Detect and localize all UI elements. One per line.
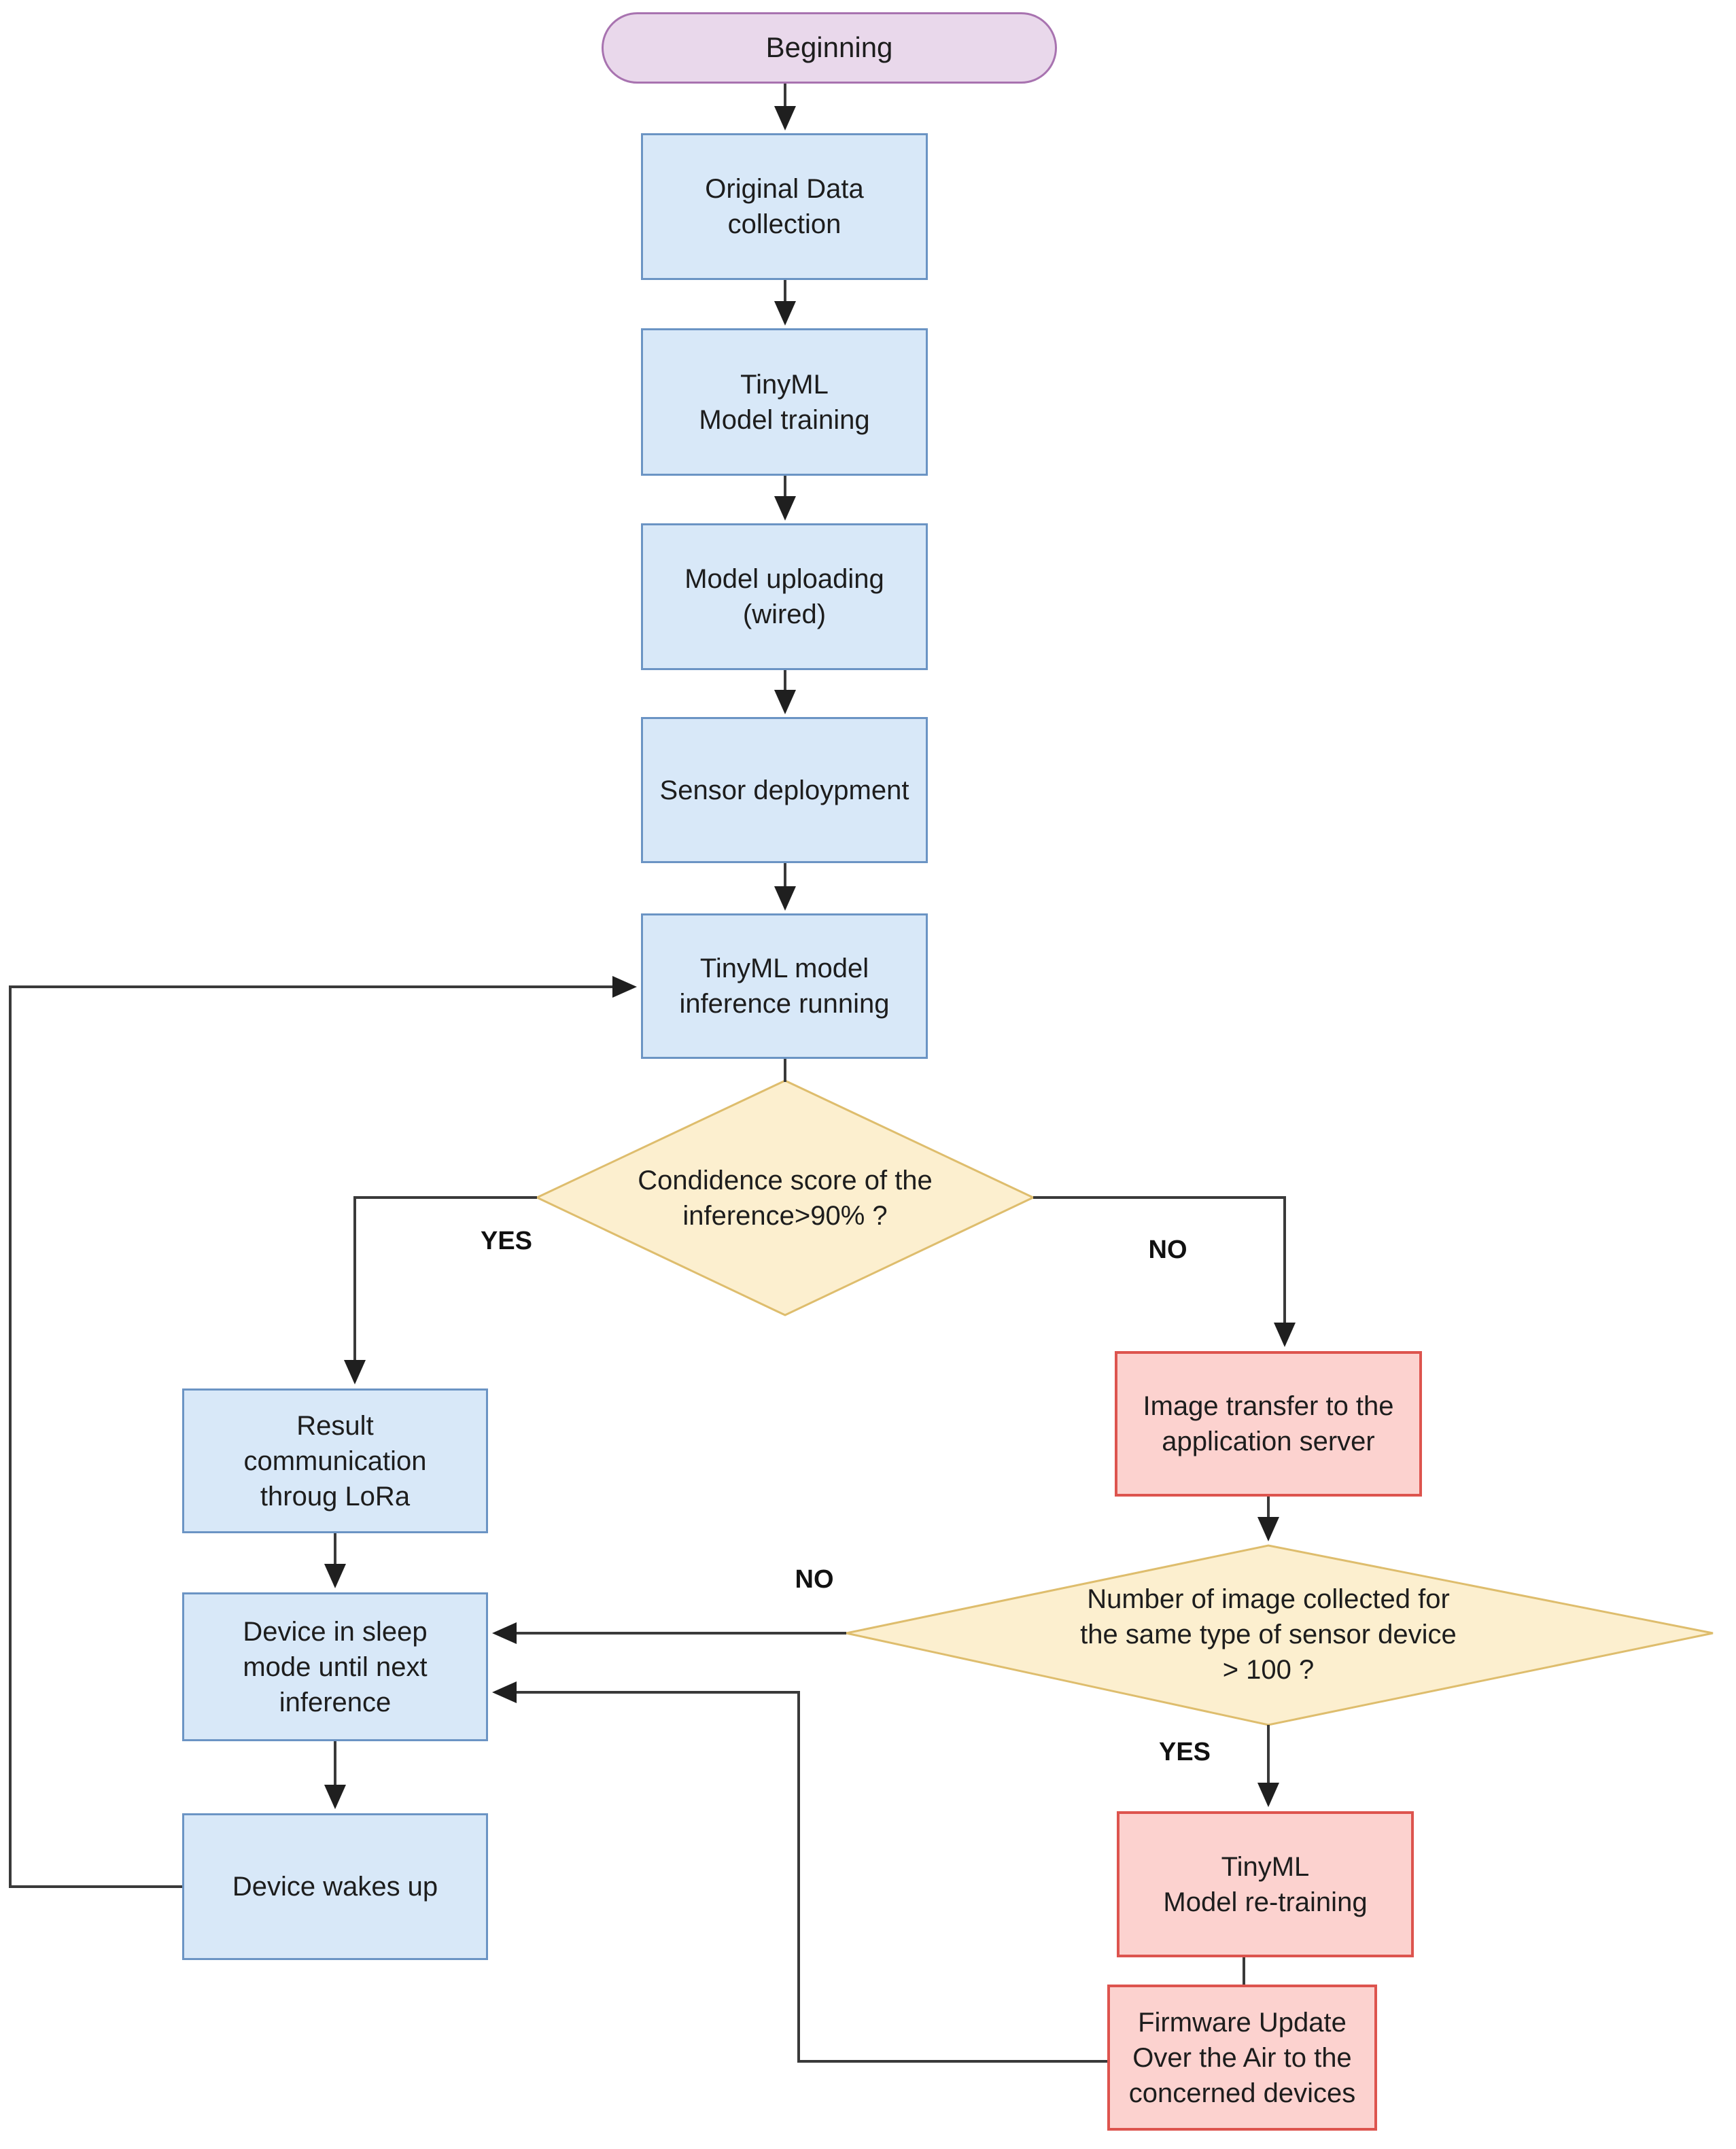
decision-confidence-shape <box>534 1079 1036 1316</box>
node-beginning: Beginning <box>602 12 1057 84</box>
node-tinyml-model-training: TinyML Model training <box>641 328 928 476</box>
edge-confidence-no-to-image-transfer <box>1033 1196 1296 1347</box>
edge-label-confidence-no: NO <box>1148 1236 1187 1264</box>
node-result-communication-lora: Result communication throug LoRa <box>182 1388 488 1533</box>
edge-firmware-loop-to-sleep <box>492 1681 1107 2063</box>
node-image-count-decision-label: Number of image collected for the same t… <box>1080 1584 1457 1685</box>
edge-wakes-loop-to-inference <box>9 976 637 1888</box>
edge-label-count-no: NO <box>795 1565 834 1594</box>
node-confidence-decision-label: Condidence score of the inference>90% ? <box>638 1165 933 1231</box>
node-firmware-update-ota: Firmware Update Over the Air to the conc… <box>1107 1985 1377 2131</box>
node-device-wakes-up: Device wakes up <box>182 1813 488 1960</box>
edge-confidence-yes-to-result-comm <box>344 1196 537 1384</box>
node-device-sleep-mode: Device in sleep mode until next inferenc… <box>182 1592 488 1741</box>
node-inference-running: TinyML model inference running <box>641 913 928 1059</box>
node-model-uploading-wired: Model uploading (wired) <box>641 523 928 670</box>
node-model-retraining: TinyML Model re-training <box>1117 1811 1414 1957</box>
node-original-data-collection: Original Data collection <box>641 133 928 280</box>
node-sensor-deployment: Sensor deploypment <box>641 717 928 863</box>
edge-label-count-yes: YES <box>1158 1738 1211 1766</box>
node-image-transfer-server: Image transfer to the application server <box>1115 1351 1422 1497</box>
edge-label-confidence-yes: YES <box>480 1227 533 1255</box>
